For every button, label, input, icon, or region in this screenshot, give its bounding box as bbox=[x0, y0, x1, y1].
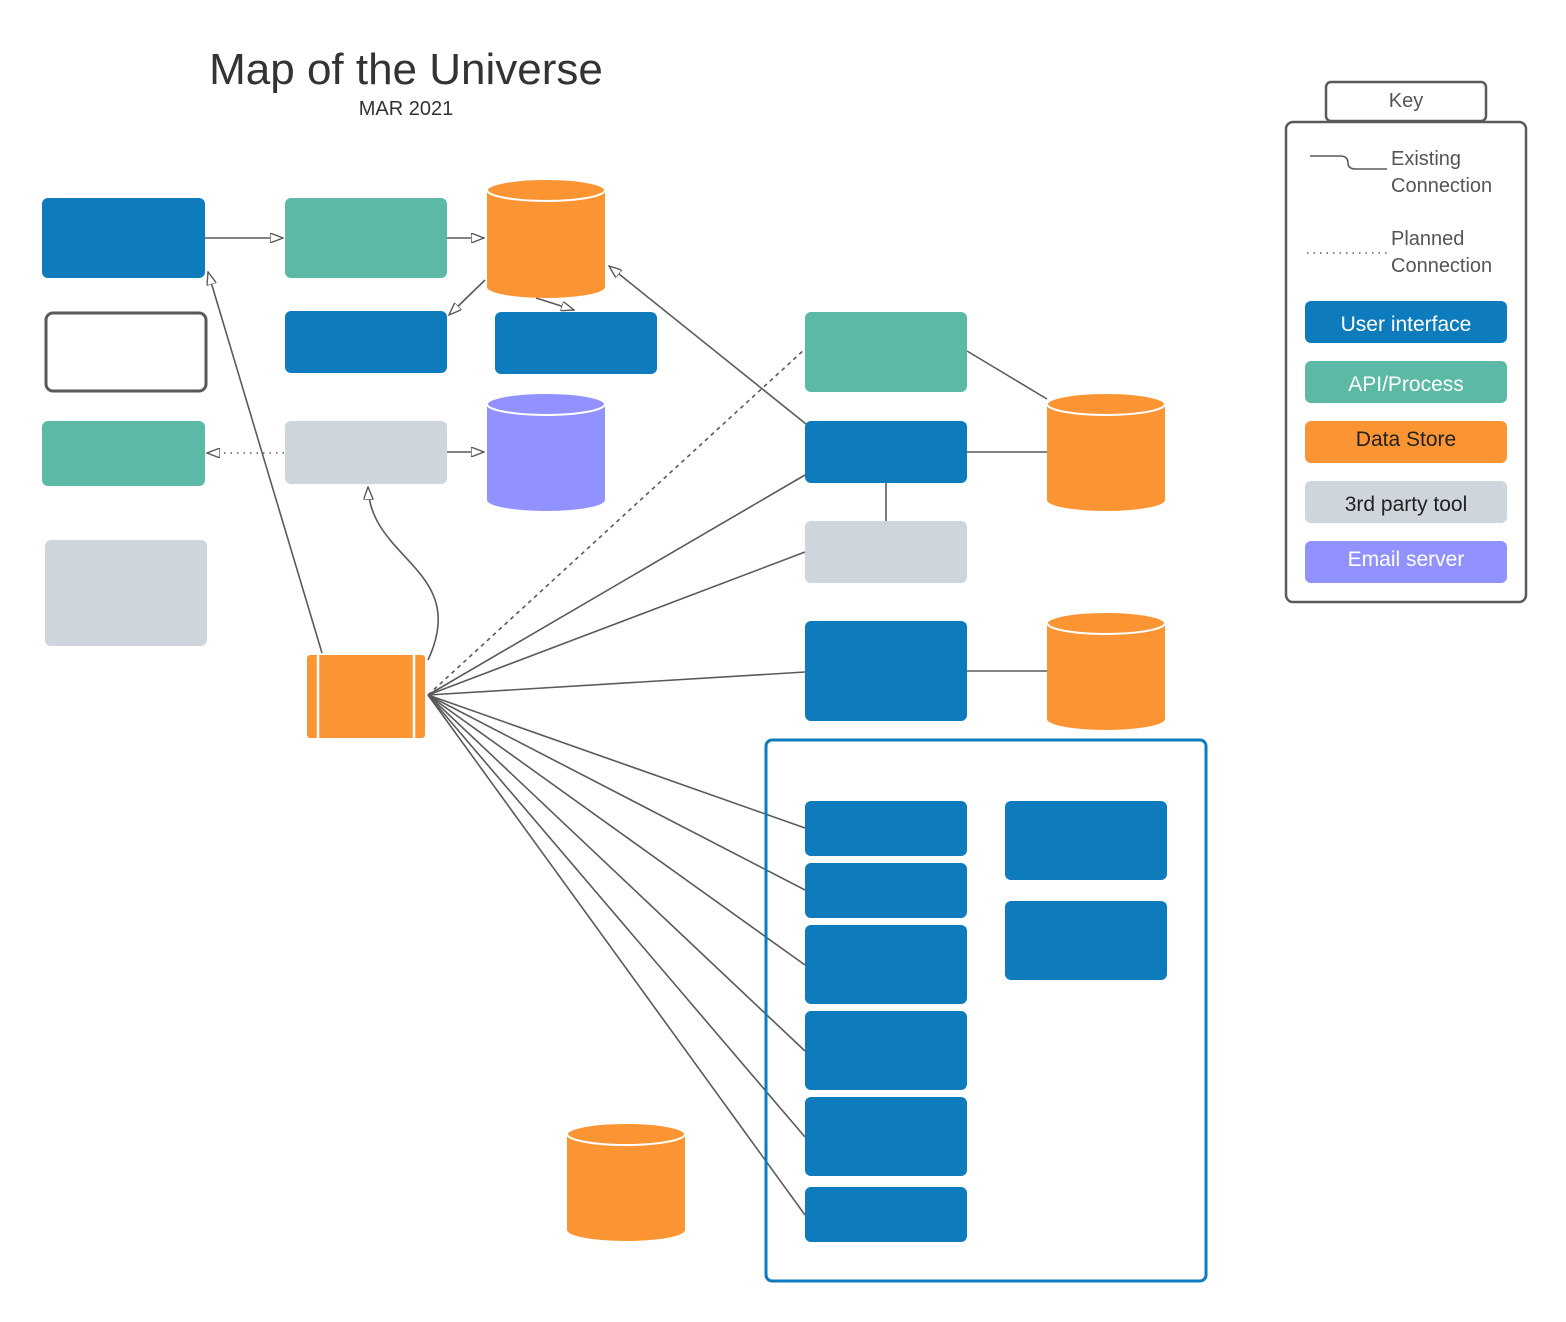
api-process-node[interactable] bbox=[285, 198, 447, 278]
data-store-node[interactable] bbox=[1046, 392, 1166, 511]
legend-email-server bbox=[1305, 541, 1507, 583]
third-party-tool-node[interactable] bbox=[805, 521, 967, 583]
planned-connection-hub-to-right-api bbox=[427, 348, 806, 696]
legend-api-process bbox=[1305, 361, 1507, 403]
data-store-node[interactable] bbox=[1046, 611, 1166, 730]
group-user-interface-node[interactable] bbox=[805, 801, 967, 856]
planned-connection-label-1: Planned bbox=[1391, 228, 1464, 250]
email-server-node[interactable] bbox=[486, 392, 606, 511]
connection-hub-to-tool bbox=[368, 487, 440, 661]
data-store-node[interactable] bbox=[486, 178, 606, 298]
planned-connection-label-2: Connection bbox=[1391, 255, 1492, 277]
connections bbox=[205, 238, 1048, 1216]
connection-hub-to-right-tool bbox=[427, 551, 806, 696]
group-user-interface-node[interactable] bbox=[805, 1011, 967, 1090]
connection-hub-to-right-ui-large bbox=[427, 671, 806, 696]
user-interface-node[interactable] bbox=[495, 312, 657, 374]
connection-right-api-to-store bbox=[966, 350, 1048, 400]
legend-user-interface-label: User interface bbox=[1341, 313, 1472, 336]
legend-data-store bbox=[1305, 421, 1507, 463]
connection-hub-to-group-item-4 bbox=[427, 694, 806, 1052]
user-interface-node[interactable] bbox=[285, 311, 447, 373]
legend-third-party-tool bbox=[1305, 481, 1507, 523]
key-header: Key bbox=[1389, 90, 1423, 112]
legend-third-party-tool-label: 3rd party tool bbox=[1345, 493, 1468, 516]
key-legend: Key Existing Connection Planned Connecti… bbox=[1284, 80, 1528, 604]
third-party-tool-node[interactable] bbox=[285, 421, 447, 484]
connection-right-ui-to-store bbox=[609, 266, 807, 425]
user-interface-node[interactable] bbox=[805, 621, 967, 721]
group-user-interface-node[interactable] bbox=[805, 1097, 967, 1176]
group-user-interface-node[interactable] bbox=[805, 863, 967, 918]
legend-user-interface bbox=[1305, 301, 1507, 343]
page-title: Map of the Universe bbox=[209, 45, 603, 94]
group-user-interface-node[interactable] bbox=[805, 925, 967, 1004]
existing-connection-label-2: Connection bbox=[1391, 175, 1492, 197]
legend-email-server-label: Email server bbox=[1348, 548, 1465, 571]
empty-node[interactable] bbox=[44, 311, 208, 393]
third-party-tool-node[interactable] bbox=[45, 540, 207, 646]
existing-connection-label-1: Existing bbox=[1391, 148, 1461, 170]
connection-hub-to-group-item-2 bbox=[427, 694, 806, 891]
api-process-node[interactable] bbox=[805, 312, 967, 392]
api-process-node[interactable] bbox=[42, 421, 205, 486]
connection-hub-to-right-ui bbox=[427, 474, 806, 696]
connection-store-to-ui-a bbox=[449, 279, 486, 315]
user-interface-node[interactable] bbox=[805, 421, 967, 483]
user-interface-node[interactable] bbox=[42, 198, 205, 278]
group-container bbox=[764, 738, 1208, 1283]
page-subtitle: MAR 2021 bbox=[359, 98, 454, 120]
connection-hub-to-top-ui bbox=[208, 272, 323, 654]
group-user-interface-node[interactable] bbox=[805, 1187, 967, 1242]
legend-data-store-label: Data Store bbox=[1356, 428, 1456, 451]
connection-store-to-ui-b bbox=[535, 297, 574, 310]
connection-hub-to-group-item-6 bbox=[427, 694, 806, 1216]
data-store-node[interactable] bbox=[566, 1122, 686, 1241]
legend-api-process-label: API/Process bbox=[1348, 373, 1464, 396]
group-user-interface-node[interactable] bbox=[1005, 901, 1167, 980]
group-user-interface-node[interactable] bbox=[1005, 801, 1167, 880]
connection-hub-to-group-item-5 bbox=[427, 694, 806, 1138]
connection-hub-to-group-item-3 bbox=[427, 694, 806, 966]
data-store-hub-node[interactable] bbox=[307, 655, 425, 738]
connection-hub-to-group-item-1 bbox=[427, 694, 806, 829]
existing-connection-sample bbox=[1310, 155, 1387, 170]
